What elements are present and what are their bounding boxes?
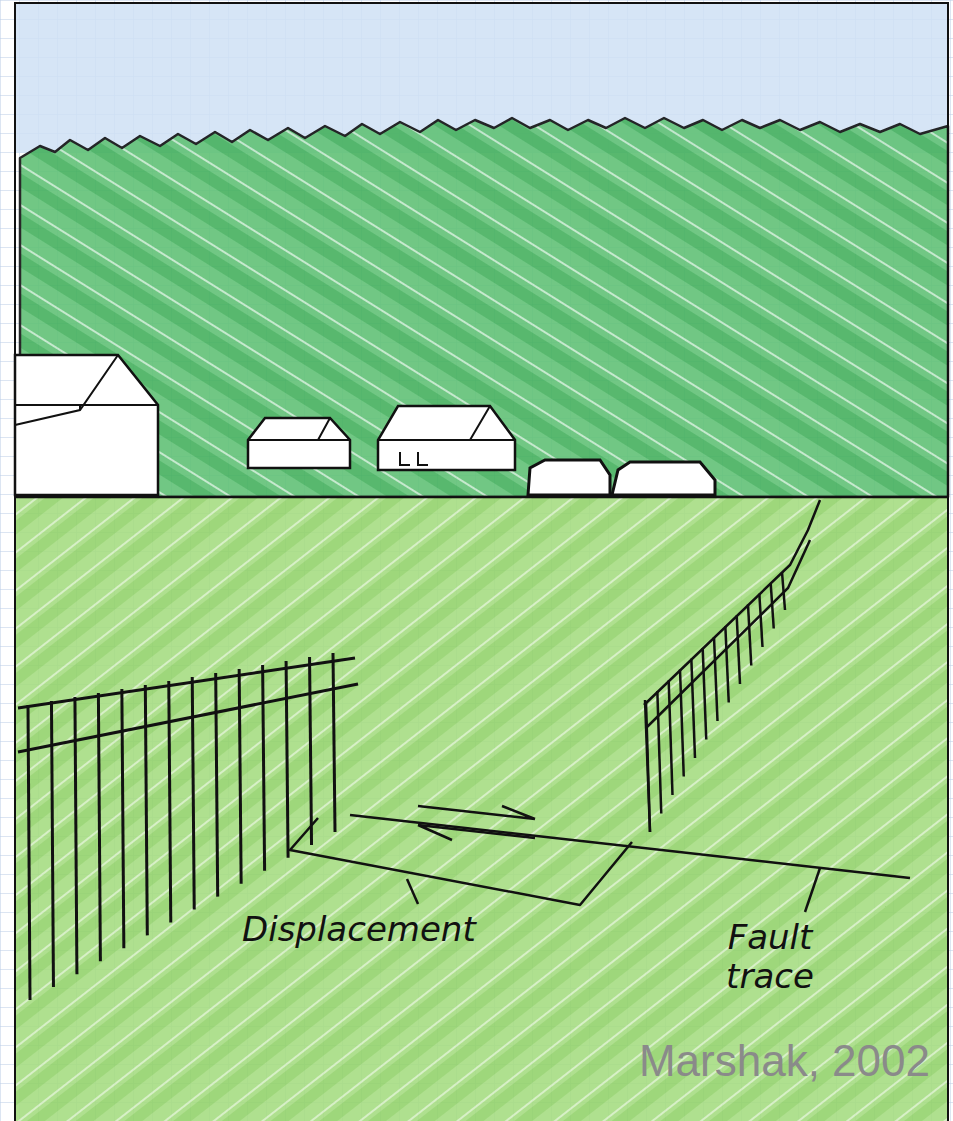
fence-post bbox=[333, 653, 335, 832]
fence-post bbox=[645, 700, 650, 832]
fence-post bbox=[145, 685, 147, 935]
house-lines bbox=[248, 418, 350, 440]
fence-post bbox=[725, 626, 728, 702]
fence-post bbox=[737, 615, 740, 684]
fence-post bbox=[98, 693, 100, 961]
field bbox=[15, 497, 948, 1121]
house-lines bbox=[378, 406, 515, 465]
fence-post bbox=[286, 661, 288, 858]
right-fence bbox=[644, 500, 820, 832]
fence-post bbox=[239, 669, 241, 884]
fence-rail bbox=[18, 684, 358, 752]
fence-post bbox=[680, 670, 684, 777]
fence-post bbox=[169, 681, 171, 922]
fence-post bbox=[310, 657, 312, 845]
frame bbox=[15, 3, 948, 1121]
slip-arrow bbox=[418, 806, 535, 819]
distant-house bbox=[528, 460, 610, 495]
fence-post bbox=[122, 689, 124, 948]
fault-trace-line bbox=[350, 815, 910, 878]
displacement-outline bbox=[290, 818, 632, 905]
leader-line bbox=[407, 879, 418, 904]
fence-rail bbox=[18, 658, 355, 708]
callout-label: Fault trace bbox=[700, 918, 840, 996]
house bbox=[248, 418, 350, 468]
fence-post bbox=[703, 648, 707, 740]
fence-post bbox=[691, 659, 695, 758]
fence-post bbox=[669, 680, 673, 795]
fence-post bbox=[216, 673, 218, 897]
fence-rail bbox=[644, 500, 820, 705]
distant-house bbox=[612, 462, 715, 495]
house bbox=[378, 406, 515, 470]
fence-rail bbox=[646, 540, 810, 728]
callout-label: Displacement bbox=[242, 910, 522, 949]
fence-post bbox=[714, 637, 718, 721]
source-credit: Marshak, 2002 bbox=[570, 1036, 930, 1087]
fence-post bbox=[657, 691, 661, 813]
fence-post bbox=[759, 594, 762, 647]
leader-line bbox=[805, 868, 820, 912]
fence-post bbox=[75, 697, 77, 974]
fence-post bbox=[748, 605, 751, 666]
fence-post bbox=[192, 677, 194, 910]
slip-arrow bbox=[418, 825, 535, 840]
barn bbox=[15, 355, 158, 495]
barn-lines bbox=[15, 355, 158, 425]
fence-post bbox=[263, 665, 265, 871]
